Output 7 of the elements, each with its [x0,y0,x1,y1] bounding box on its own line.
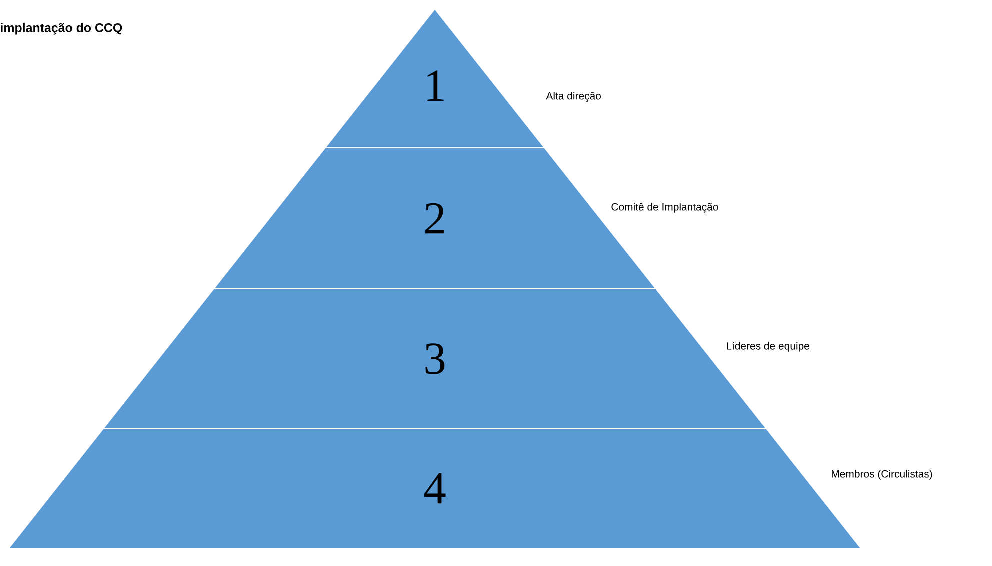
title: implantação do CCQ [1,23,122,35]
node-label: 2 [426,203,444,234]
node-label: 3 [426,344,445,374]
pyramid-level: 1 [326,10,544,148]
node-label: 1 [428,70,444,102]
node-label: 4 [424,473,446,504]
level-label: Alta direção [546,92,601,102]
